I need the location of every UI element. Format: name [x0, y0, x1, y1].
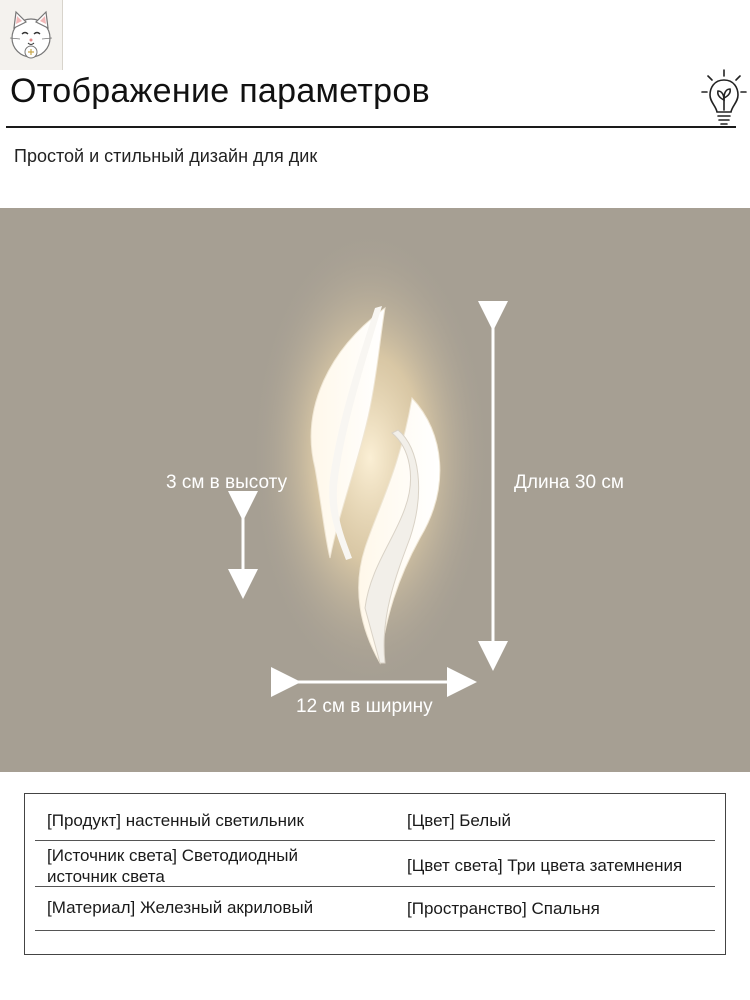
lamp-illustration — [228, 228, 508, 697]
spec-light-color: [Цвет света] Три цвета затемнения — [407, 856, 683, 875]
length-dimension-label: Длина 30 см — [514, 472, 624, 493]
spec-light-source: [Источник света] Светодиодный источник с… — [47, 846, 298, 886]
brand-logo — [0, 0, 63, 70]
row-divider — [35, 840, 715, 841]
height-dimension-label: 3 см в высоту — [166, 472, 288, 493]
spec-product: [Продукт] настенный светильник — [47, 811, 304, 830]
lightbulb-icon — [701, 69, 747, 125]
cat-logo-icon — [9, 10, 53, 59]
spec-space: [Пространство] Спальня — [407, 899, 600, 918]
width-dimension-label: 12 см в ширину — [296, 696, 433, 717]
page-subtitle: Простой и стильный дизайн для дик — [14, 146, 318, 166]
row-divider — [35, 886, 715, 887]
title-divider — [6, 126, 736, 128]
spec-color: [Цвет] Белый — [407, 811, 511, 830]
specs-table: [Продукт] настенный светильник [Цвет] Бе… — [24, 793, 726, 955]
product-photo: 3 см в высоту Длина 30 см 12 см в ширину — [0, 208, 750, 772]
lamp-frame — [329, 306, 382, 560]
page-title: Отображение параметров — [10, 72, 430, 110]
row-divider — [35, 930, 715, 931]
spec-material: [Материал] Железный акриловый — [47, 898, 314, 917]
